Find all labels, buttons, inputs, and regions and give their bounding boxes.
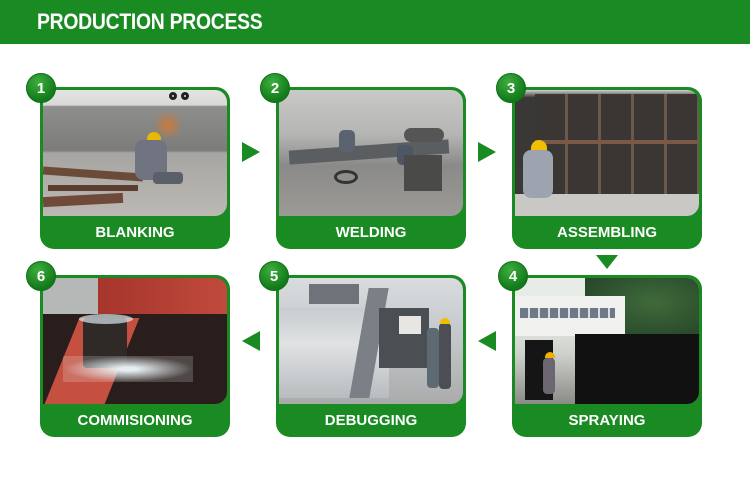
arrow-left-icon <box>242 331 260 351</box>
header-banner: PRODUCTION PROCESS <box>0 0 750 44</box>
step-card-commisioning: COMMISIONING <box>40 275 230 437</box>
arrow-right-icon <box>478 142 496 162</box>
step-card-welding: WELDING <box>276 87 466 249</box>
step-number-badge: 6 <box>26 261 56 291</box>
arrow-down-icon <box>596 255 618 269</box>
step-photo-spraying <box>515 278 699 404</box>
arrow-right-icon <box>242 142 260 162</box>
step-number-badge: 2 <box>260 73 290 103</box>
step-photo-blanking <box>43 90 227 216</box>
step-card-spraying: SPRAYING <box>512 275 702 437</box>
step-number-badge: 1 <box>26 73 56 103</box>
page-title: PRODUCTION PROCESS <box>37 9 263 34</box>
step-photo-assembling <box>515 90 699 216</box>
step-number-badge: 3 <box>496 73 526 103</box>
step-label: SPRAYING <box>568 412 646 429</box>
step-photo-commisioning <box>43 278 227 404</box>
step-card-debugging: DEBUGGING <box>276 275 466 437</box>
step-card-assembling: ASSEMBLING <box>512 87 702 249</box>
step-photo-welding <box>279 90 463 216</box>
step-label: WELDING <box>335 224 407 241</box>
step-label: BLANKING <box>95 224 175 241</box>
step-photo-debugging <box>279 278 463 404</box>
step-number-badge: 4 <box>498 261 528 291</box>
step-label: COMMISIONING <box>77 412 193 429</box>
step-label: ASSEMBLING <box>556 224 657 241</box>
step-card-blanking: BLANKING <box>40 87 230 249</box>
step-label: DEBUGGING <box>324 412 418 429</box>
step-number-badge: 5 <box>259 261 289 291</box>
arrow-left-icon <box>478 331 496 351</box>
